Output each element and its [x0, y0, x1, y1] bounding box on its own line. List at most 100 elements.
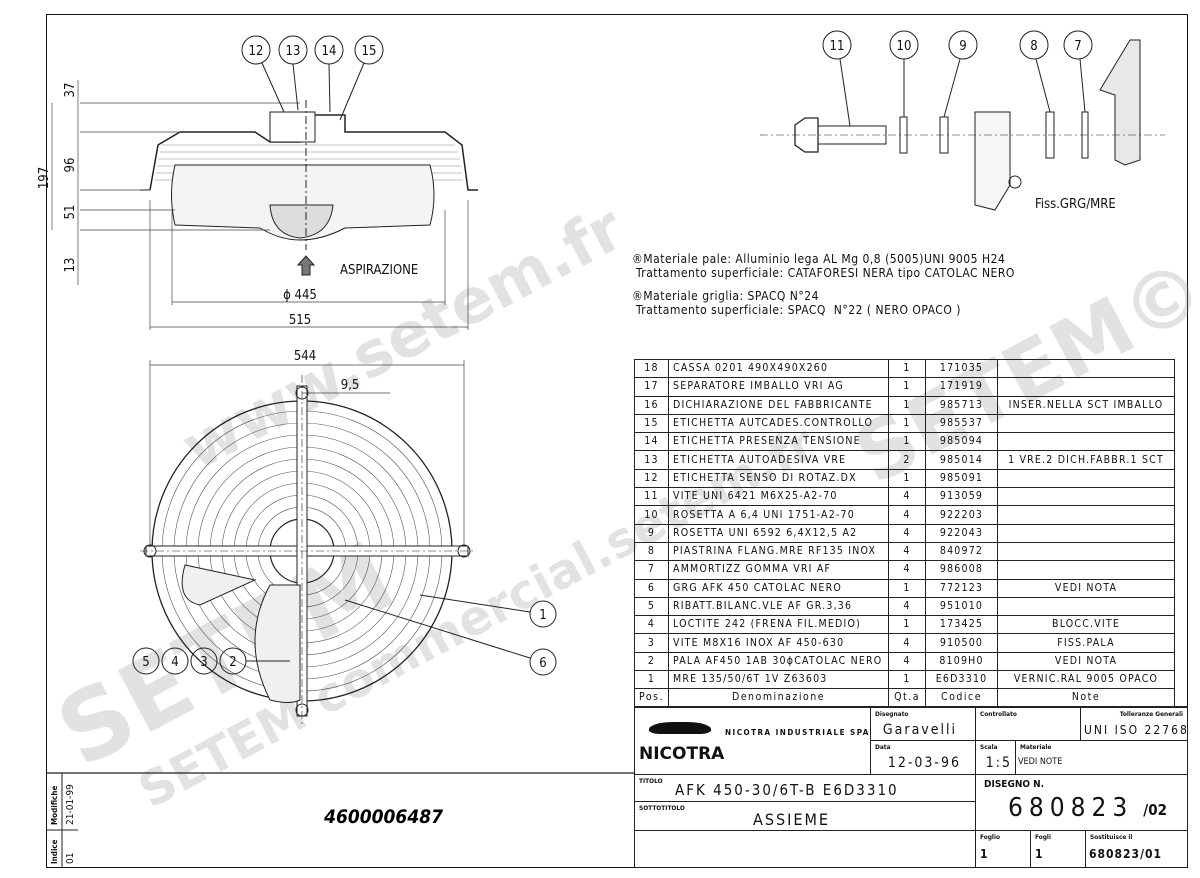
replaces-value: 680823/01 [1089, 847, 1163, 861]
row-code: 173425 [925, 615, 999, 635]
row-name: LOCTITE 242 (FRENA FIL.MEDIO) [668, 615, 890, 635]
material-label: Materiale [1020, 743, 1052, 751]
dim-diameter-445: ϕ 445 [283, 288, 317, 303]
balloon-15: 15 [362, 44, 377, 59]
part-number: 4600006487 [323, 806, 443, 828]
row-note [997, 541, 1175, 562]
dim-197: 197 [37, 167, 52, 189]
row-pos: 18 [633, 358, 670, 379]
row-name: VITE UNI 6421 M6X25-A2-70 [668, 487, 890, 507]
replaces-label: Sostituisce il [1090, 833, 1133, 841]
row-qty: 4 [888, 633, 927, 653]
note-line: ®Materiale pale: Alluminio lega AL Mg 0,… [632, 252, 1005, 266]
dim-51: 51 [63, 205, 78, 220]
row-code: 840972 [925, 541, 999, 562]
row-qty: 4 [888, 560, 927, 580]
row-code: 910500 [925, 633, 999, 653]
nicotra-logo-wave [649, 722, 711, 734]
drawing-number-cell: DISEGNO N. 680823 /02 [975, 774, 1188, 831]
checked-by-cell: Controllato [975, 706, 1081, 741]
dim-544: 544 [294, 349, 316, 364]
dim-37: 37 [63, 83, 78, 98]
changes-label: Modifiche [50, 786, 59, 825]
changes-date: 21-01-99 [65, 784, 76, 825]
row-qty: 1 [888, 670, 927, 690]
row-pos: 7 [633, 560, 670, 580]
row-qty: 4 [888, 505, 927, 525]
front-view [132, 360, 557, 725]
row-qty: 1 [888, 578, 927, 598]
row-pos: 1 [633, 670, 670, 690]
row-qty: 4 [888, 541, 927, 562]
dim-515: 515 [289, 313, 311, 328]
row-qty: 4 [888, 596, 927, 617]
row-note: INSER.NELLA SCT IMBALLO [997, 395, 1175, 415]
dim-13: 13 [63, 258, 78, 273]
balloon-2: 2 [229, 655, 236, 670]
row-note [997, 358, 1175, 379]
date-cell: Data 12-03-96 [870, 740, 976, 775]
dim-96: 96 [63, 158, 78, 173]
row-pos: 13 [633, 450, 670, 470]
row-pos: 6 [633, 578, 670, 598]
header-qty: Qt.a [888, 688, 927, 708]
row-code: 985091 [925, 468, 999, 489]
balloon-4: 4 [171, 655, 178, 670]
header-pos: Pos. [633, 688, 670, 708]
index-label: Indice [50, 839, 59, 864]
row-pos: 10 [633, 505, 670, 525]
sheet-value: 1 [980, 847, 990, 861]
row-name: SEPARATORE IMBALLO VRI AG [668, 377, 890, 397]
parts-list-header: Pos. Denominazione Qt.a Codice Note [633, 688, 1175, 708]
exploded-caption: Fiss.GRG/MRE [1035, 197, 1116, 212]
row-code: 922043 [925, 523, 999, 543]
header-code: Codice [925, 688, 999, 708]
tolerance-label: Tolleranze Generali [1119, 710, 1183, 718]
replaces-cell: Sostituisce il 680823/01 [1085, 830, 1188, 868]
drawn-by-cell: Disegnato Garavelli [870, 706, 976, 741]
material-notes: ®Materiale pale: Alluminio lega AL Mg 0,… [632, 252, 1015, 317]
row-code: 985014 [925, 450, 999, 470]
row-note: VEDI NOTA [997, 578, 1175, 598]
tolerance-cell: Tolleranze Generali UNI ISO 22768/v [1080, 706, 1188, 741]
row-qty: 4 [888, 487, 927, 507]
subtitle-cell: SOTTOTITOLO ASSIEME [634, 801, 976, 831]
balloon-8: 8 [1030, 39, 1037, 54]
balloon-3: 3 [200, 655, 207, 670]
row-name: PALA AF450 1AB 30ϕCATOLAC NERO [668, 651, 890, 672]
header-name: Denominazione [668, 688, 890, 708]
row-name: ETICHETTA AUTCADES.CONTROLLO [668, 413, 890, 434]
title-block-logo: NICOTRA INDUSTRIALE SPA NICOTRA [634, 706, 871, 775]
material-cell: Materiale VEDI NOTE [1015, 740, 1188, 775]
note-line: Trattamento superficiale: CATAFORESI NER… [632, 266, 1015, 280]
row-name: DICHIARAZIONE DEL FABBRICANTE [668, 395, 890, 415]
row-code: 985094 [925, 432, 999, 452]
row-pos: 14 [633, 432, 670, 452]
balloon-5: 5 [142, 655, 149, 670]
sheets-cell: Fogli 1 [1030, 830, 1086, 868]
balloon-7: 7 [1074, 39, 1081, 54]
row-name: ETICHETTA PRESENZA TENSIONE [668, 432, 890, 452]
row-qty: 1 [888, 395, 927, 415]
checked-label: Controllato [980, 710, 1017, 718]
row-name: ROSETTA A 6,4 UNI 1751-A2-70 [668, 505, 890, 525]
blank-cell [634, 830, 976, 868]
row-pos: 3 [633, 633, 670, 653]
date-value: 12-03-96 [887, 755, 961, 771]
row-qty: 1 [888, 413, 927, 434]
row-note [997, 377, 1175, 397]
row-qty: 1 [888, 468, 927, 489]
company-name: NICOTRA INDUSTRIALE SPA [725, 728, 870, 737]
row-code: 922203 [925, 505, 999, 525]
